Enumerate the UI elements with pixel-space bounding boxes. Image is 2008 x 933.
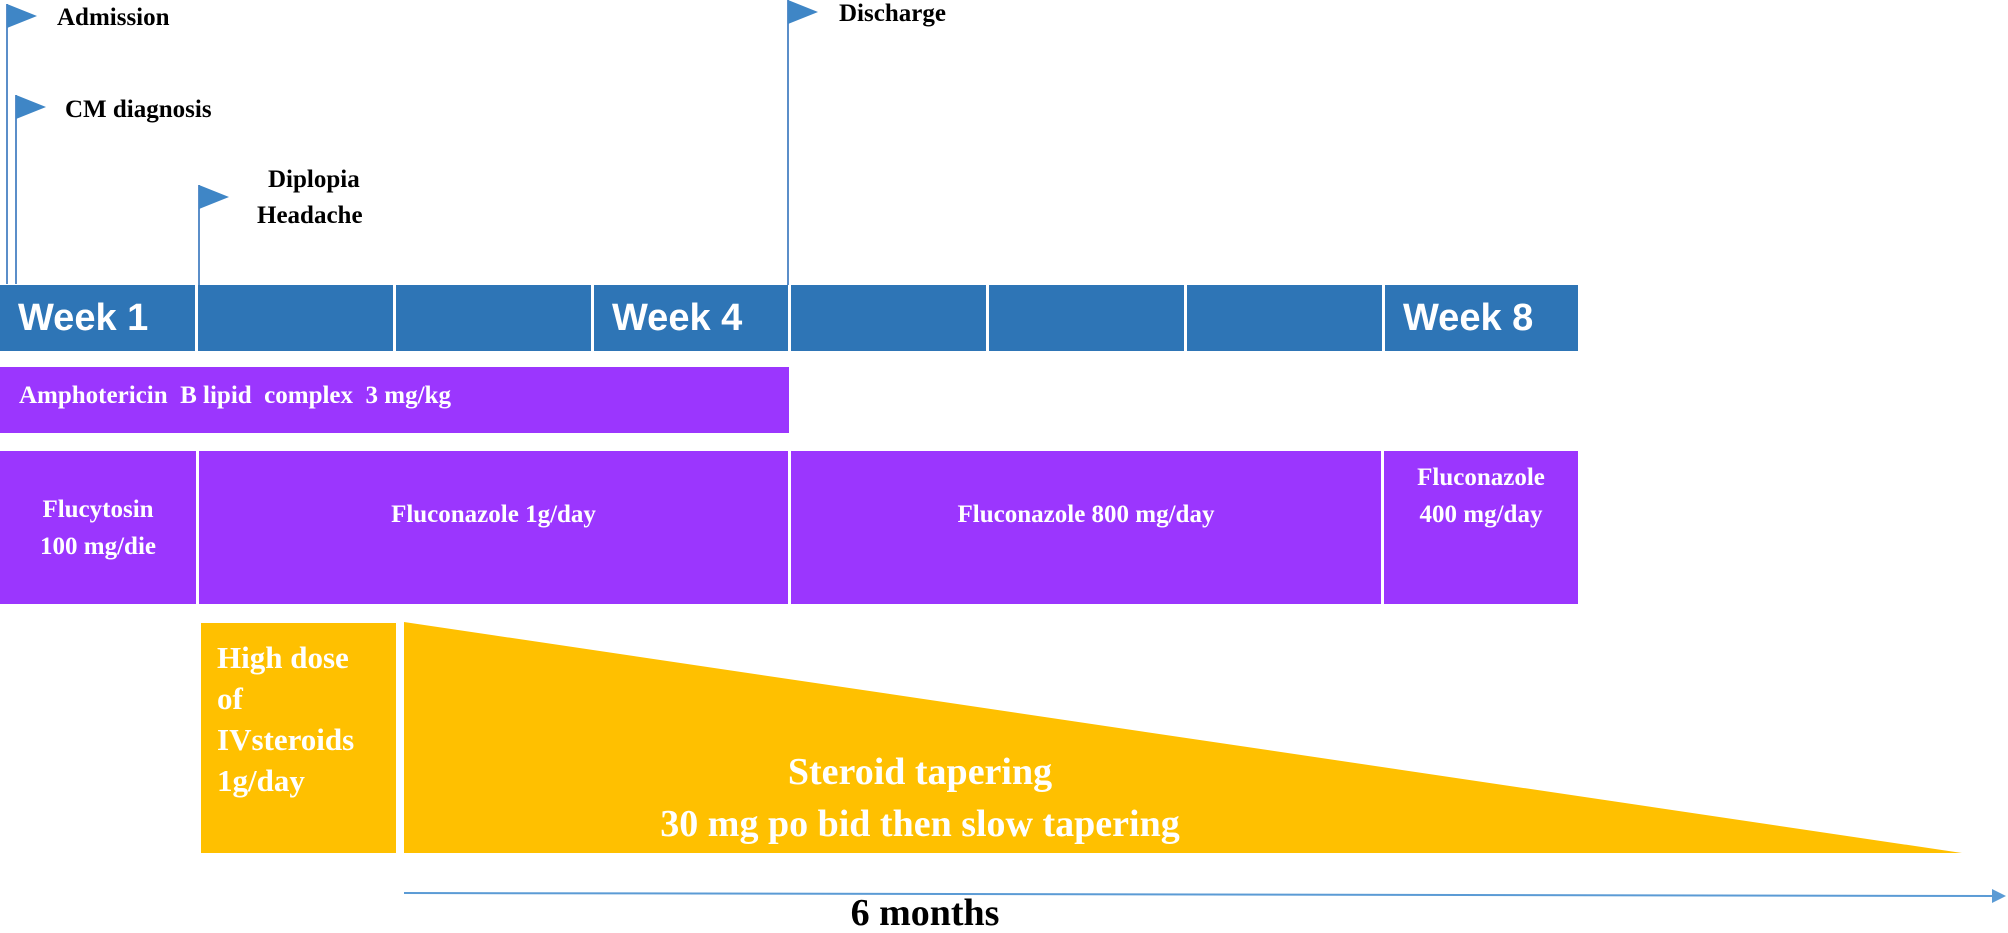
- fluconazole-400-bar: Fluconazole 400 mg/day: [1384, 451, 1578, 604]
- admission-label: Admission: [57, 4, 170, 31]
- week-3-cell: [396, 285, 591, 351]
- week-6-cell: [989, 285, 1184, 351]
- fluconazole-1g-bar: Fluconazole 1g/day: [199, 451, 788, 604]
- week-2-cell: [198, 285, 393, 351]
- flag-icon: [199, 185, 229, 209]
- discharge-label: Discharge: [839, 0, 946, 27]
- duration-arrow-line: [403, 892, 1997, 897]
- week-1-cell: Week 1: [0, 285, 195, 351]
- high-dose-steroids-box: High dose of IVsteroids 1g/day: [201, 623, 396, 853]
- steroid-tapering-title: Steroid tapering: [787, 751, 1053, 793]
- fluconazole-800-bar: Fluconazole 800 mg/day: [791, 451, 1381, 604]
- week-4-cell: Week 4: [594, 285, 788, 351]
- steroid-tapering-dose: 30 mg po bid then slow tapering: [660, 803, 1180, 845]
- steroid-taper-triangle: [404, 622, 1962, 853]
- cm-diagnosis-label: CM diagnosis: [65, 96, 212, 123]
- flag-icon: [788, 0, 818, 24]
- amphotericin-bar: Amphotericin B lipid complex 3 mg/kg: [0, 367, 789, 433]
- symptom-diplopia-label: Diplopia: [268, 166, 360, 193]
- week-7-cell: [1187, 285, 1382, 351]
- arrowhead-icon: [1992, 889, 2006, 903]
- flag-icon: [7, 4, 37, 28]
- week-5-cell: [791, 285, 986, 351]
- symptom-headache-label: Headache: [257, 202, 363, 229]
- week-8-cell: Week 8: [1385, 285, 1578, 351]
- duration-label: 6 months: [850, 892, 1000, 933]
- flucytosin-bar: Flucytosin 100 mg/die: [0, 451, 196, 604]
- flag-icon: [16, 95, 46, 119]
